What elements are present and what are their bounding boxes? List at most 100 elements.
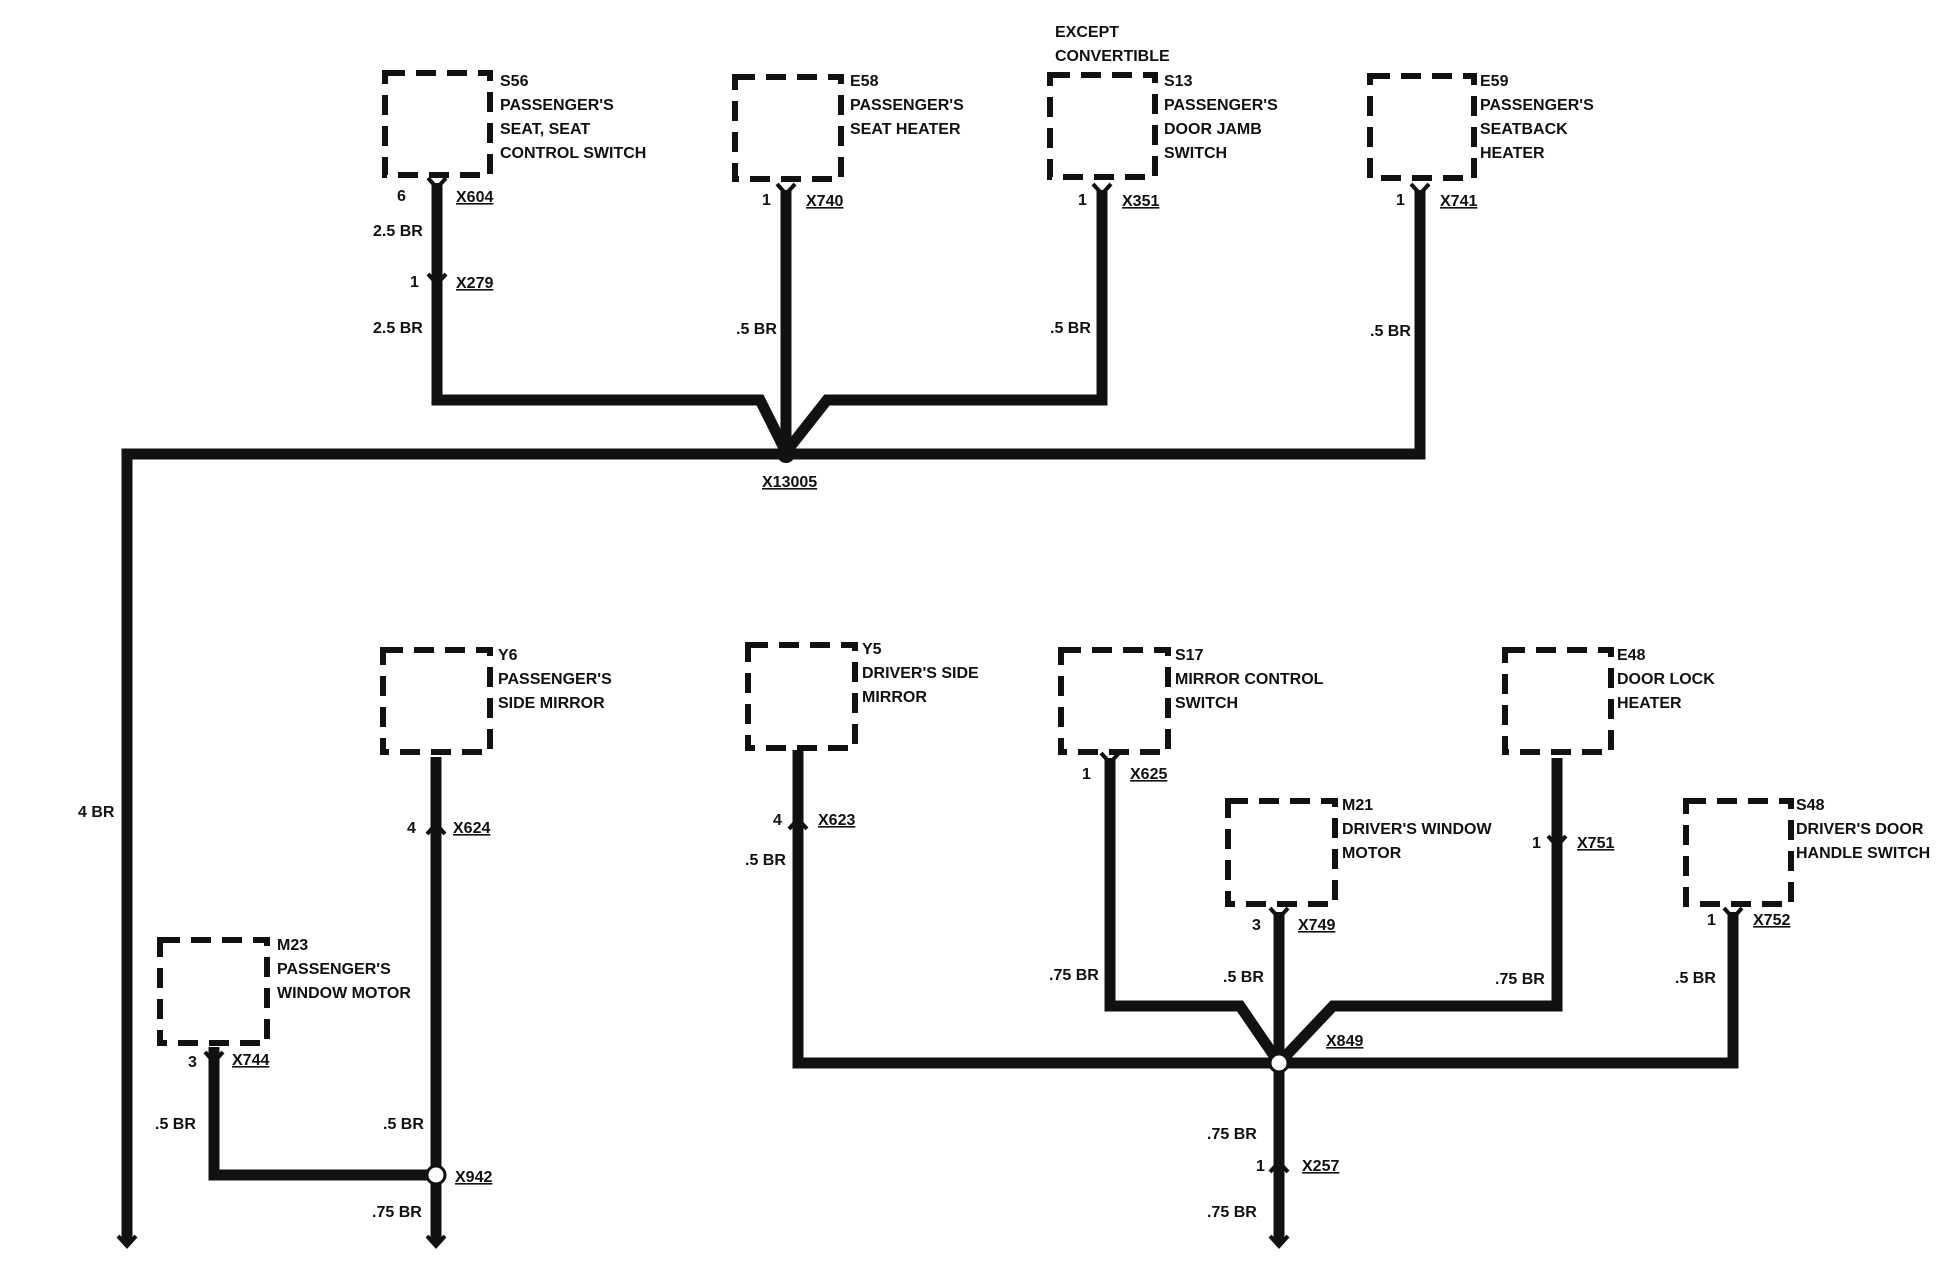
wire-m23 (208, 1047, 436, 1181)
component-label-e58: E58 PASSENGER'S SEAT HEATER (850, 73, 968, 138)
wire-end-x942 (425, 1234, 447, 1249)
pin-number-s48: 1 (1707, 912, 1716, 929)
splice-x942 (425, 1164, 447, 1186)
wire-label-main-ground: 4 BR (78, 804, 115, 821)
wire-end-x257 (1268, 1234, 1290, 1249)
wire-s17 (1104, 758, 1284, 1067)
connector-label-x257: X257 (1302, 1158, 1339, 1175)
wire-label-s17: .75 BR (1049, 967, 1099, 984)
wire-labels: 2.5 BR 2.5 BR .5 BR .5 BR .5 BR 4 BR .5 … (78, 223, 1716, 1221)
wire-s13 (781, 190, 1108, 456)
connector-label-x13005: X13005 (762, 474, 817, 491)
component-box-e59 (1367, 73, 1477, 181)
component-label-e48: E48 DOOR LOCK HEATER (1617, 647, 1719, 712)
connector-label-x741: X741 (1440, 193, 1477, 210)
components (157, 70, 1794, 1046)
wire-label-s56-lower: 2.5 BR (373, 320, 423, 337)
pin-number-m23: 3 (188, 1054, 197, 1071)
pin-mark-x257 (1268, 1159, 1290, 1174)
wire-label-m23: .5 BR (155, 1116, 196, 1133)
pin-number-e58: 1 (762, 192, 771, 209)
component-label-s56: S56 PASSENGER'S SEAT, SEAT CONTROL SWITC… (500, 73, 646, 162)
pin-number-y5: 4 (773, 812, 782, 829)
pin-number-s17: 1 (1082, 766, 1091, 783)
pin-number-s13: 1 (1078, 192, 1087, 209)
wire-s56 (431, 183, 791, 455)
component-box-s56 (382, 70, 493, 178)
component-box-y5 (745, 642, 858, 751)
connector-label-x849: X849 (1326, 1033, 1363, 1050)
wire-label-e48: .75 BR (1495, 971, 1545, 988)
wire-main-ground (121, 448, 786, 1243)
wire-label-y6: .5 BR (383, 1116, 424, 1133)
component-box-s13 (1047, 72, 1158, 180)
pin-number-x257: 1 (1256, 1158, 1265, 1175)
wire-label-s13: .5 BR (1050, 320, 1091, 337)
connector-label-x751: X751 (1577, 835, 1614, 852)
component-note-s13: EXCEPT CONVERTIBLE (1055, 24, 1170, 65)
component-label-s17: S17 MIRROR CONTROL SWITCH (1175, 647, 1328, 712)
pin-mark-s56 (426, 176, 448, 191)
component-label-m23: M23 PASSENGER'S WINDOW MOTOR (277, 937, 411, 1002)
connector-label-x942: X942 (455, 1169, 492, 1186)
wire-label-s56-upper: 2.5 BR (373, 223, 423, 240)
component-label-y5: Y5 DRIVER'S SIDE MIRROR (862, 641, 983, 706)
connector-label-x744: X744 (232, 1052, 269, 1069)
wire-e48 (1275, 758, 1563, 1067)
connector-label-x279: X279 (456, 275, 493, 292)
pin-numbers: 6 1 1 1 1 4 4 1 3 1 1 3 1 (188, 188, 1716, 1175)
wire-e59 (786, 190, 1426, 460)
component-box-s17 (1058, 647, 1171, 755)
pin-number-y6: 4 (407, 820, 416, 837)
connector-label-x740: X740 (806, 193, 843, 210)
connector-label-x752: X752 (1753, 912, 1790, 929)
connector-labels: X604 X279 X740 X351 X741 X13005 X624 X62… (232, 189, 1790, 1186)
pin-mark-s17 (1099, 751, 1121, 766)
connector-label-x625: X625 (1130, 766, 1167, 783)
connector-label-x749: X749 (1298, 917, 1335, 934)
connector-label-x624: X624 (453, 820, 490, 837)
pin-mark-m23 (203, 1050, 225, 1065)
pin-number-e59: 1 (1396, 192, 1405, 209)
connector-label-x623: X623 (818, 812, 855, 829)
pin-mark-e48 (1546, 834, 1568, 849)
pin-mark-x279 (426, 272, 448, 287)
wire-label-m21: .5 BR (1223, 969, 1264, 986)
component-box-e58 (732, 74, 844, 182)
wire-s48 (1279, 912, 1739, 1069)
component-label-m21: M21 DRIVER'S WINDOW MOTOR (1342, 797, 1496, 862)
wire-label-e59: .5 BR (1370, 323, 1411, 340)
splice-x13005 (777, 445, 795, 463)
pin-number-e48: 1 (1532, 835, 1541, 852)
component-box-m21 (1225, 798, 1338, 907)
wire-label-x849-out-upper: .75 BR (1207, 1126, 1257, 1143)
component-box-e48 (1502, 647, 1614, 755)
wire-label-s48: .5 BR (1675, 970, 1716, 987)
wire-label-x942-out: .75 BR (372, 1204, 422, 1221)
pin-number-x279: 1 (410, 274, 419, 291)
component-box-m23 (157, 937, 270, 1046)
component-box-y6 (380, 647, 493, 755)
pin-mark-e58 (775, 182, 797, 197)
wire-label-e58: .5 BR (736, 321, 777, 338)
component-box-s48 (1683, 798, 1794, 907)
pin-number-s56: 6 (397, 188, 406, 205)
wire-label-x849-out-lower: .75 BR (1207, 1204, 1257, 1221)
wires (121, 183, 1739, 1243)
component-label-e59: E59 PASSENGER'S SEATBACK HEATER (1480, 73, 1598, 162)
wire-end-main-ground (116, 1234, 138, 1249)
component-label-s13: S13 PASSENGER'S DOOR JAMB SWITCH (1164, 73, 1282, 162)
pin-mark-m21 (1268, 906, 1290, 921)
pin-number-m21: 3 (1252, 917, 1261, 934)
splices (425, 445, 1290, 1186)
connector-label-x351: X351 (1122, 193, 1159, 210)
pin-mark-y6 (425, 821, 447, 836)
wire-label-y5: .5 BR (745, 852, 786, 869)
component-labels: S56 PASSENGER'S SEAT, SEAT CONTROL SWITC… (277, 24, 1930, 1002)
pin-mark-e59 (1409, 182, 1431, 197)
pin-mark-s48 (1722, 906, 1744, 921)
pin-mark-y5 (787, 816, 809, 831)
splice-x849 (1268, 1052, 1290, 1074)
wire-y5 (792, 750, 1279, 1069)
